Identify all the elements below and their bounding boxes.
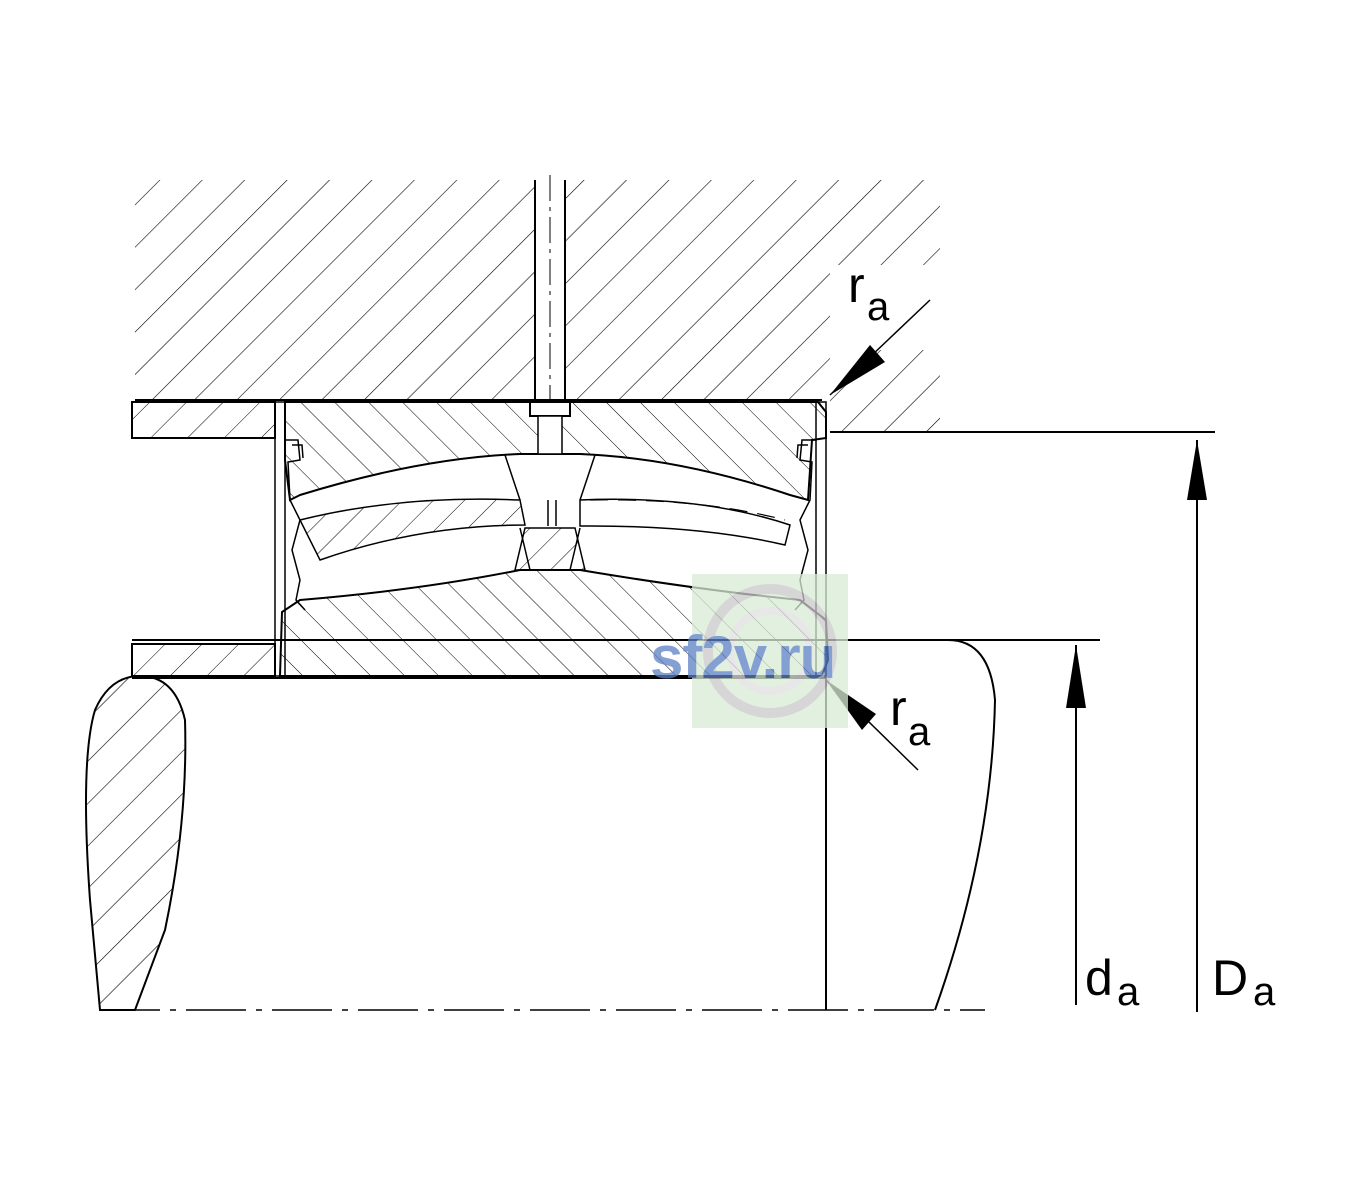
upper-left-spacer [131, 401, 276, 439]
outer-ring-lube-groove [529, 401, 571, 417]
left-spacers [131, 401, 276, 677]
housing-left-block [135, 180, 535, 400]
dimension-Da [1187, 440, 1207, 1012]
label-Da: D a [1212, 950, 1276, 1014]
watermark: sf2v.ru [650, 574, 848, 728]
outer-ring-lube-hole [537, 415, 563, 455]
watermark-box [692, 574, 848, 728]
inner-ring-rib [514, 527, 586, 571]
left-seal [274, 401, 306, 677]
left-roller [298, 498, 526, 561]
housing-right-block [565, 180, 940, 400]
label-da-main: d [1085, 950, 1113, 1006]
inner-ring [278, 527, 830, 677]
label-da: d a [1085, 950, 1140, 1014]
watermark-text: sf2v.ru [650, 624, 835, 691]
label-ra-top-main: r [848, 257, 865, 313]
housing [135, 175, 1215, 433]
housing-shoulder [830, 350, 940, 432]
cage-lines [504, 454, 596, 571]
watermark-bearing-icon [703, 584, 837, 718]
label-ra-bottom-main: r [890, 680, 907, 736]
outer-ring [284, 401, 827, 502]
label-da-sub: a [1117, 970, 1140, 1014]
Da-arrowhead [1187, 440, 1207, 500]
label-Da-main: D [1212, 950, 1248, 1006]
label-Da-sub: a [1253, 970, 1276, 1014]
label-ra-top-sub: a [867, 285, 890, 329]
right-roller-hidden-line [589, 499, 786, 521]
ra-top-leader [829, 299, 931, 396]
lower-left-spacer [131, 643, 276, 677]
label-ra-top: r a [848, 257, 890, 329]
right-roller [579, 498, 791, 546]
dimension-da [1066, 645, 1086, 1005]
rollers [298, 454, 791, 571]
label-ra-bottom-sub: a [908, 710, 931, 754]
label-ra-bottom: r a [890, 680, 931, 754]
shaft-left-section [85, 674, 187, 1011]
da-arrowhead [1066, 645, 1086, 708]
shaft-right-outline [934, 639, 997, 1011]
